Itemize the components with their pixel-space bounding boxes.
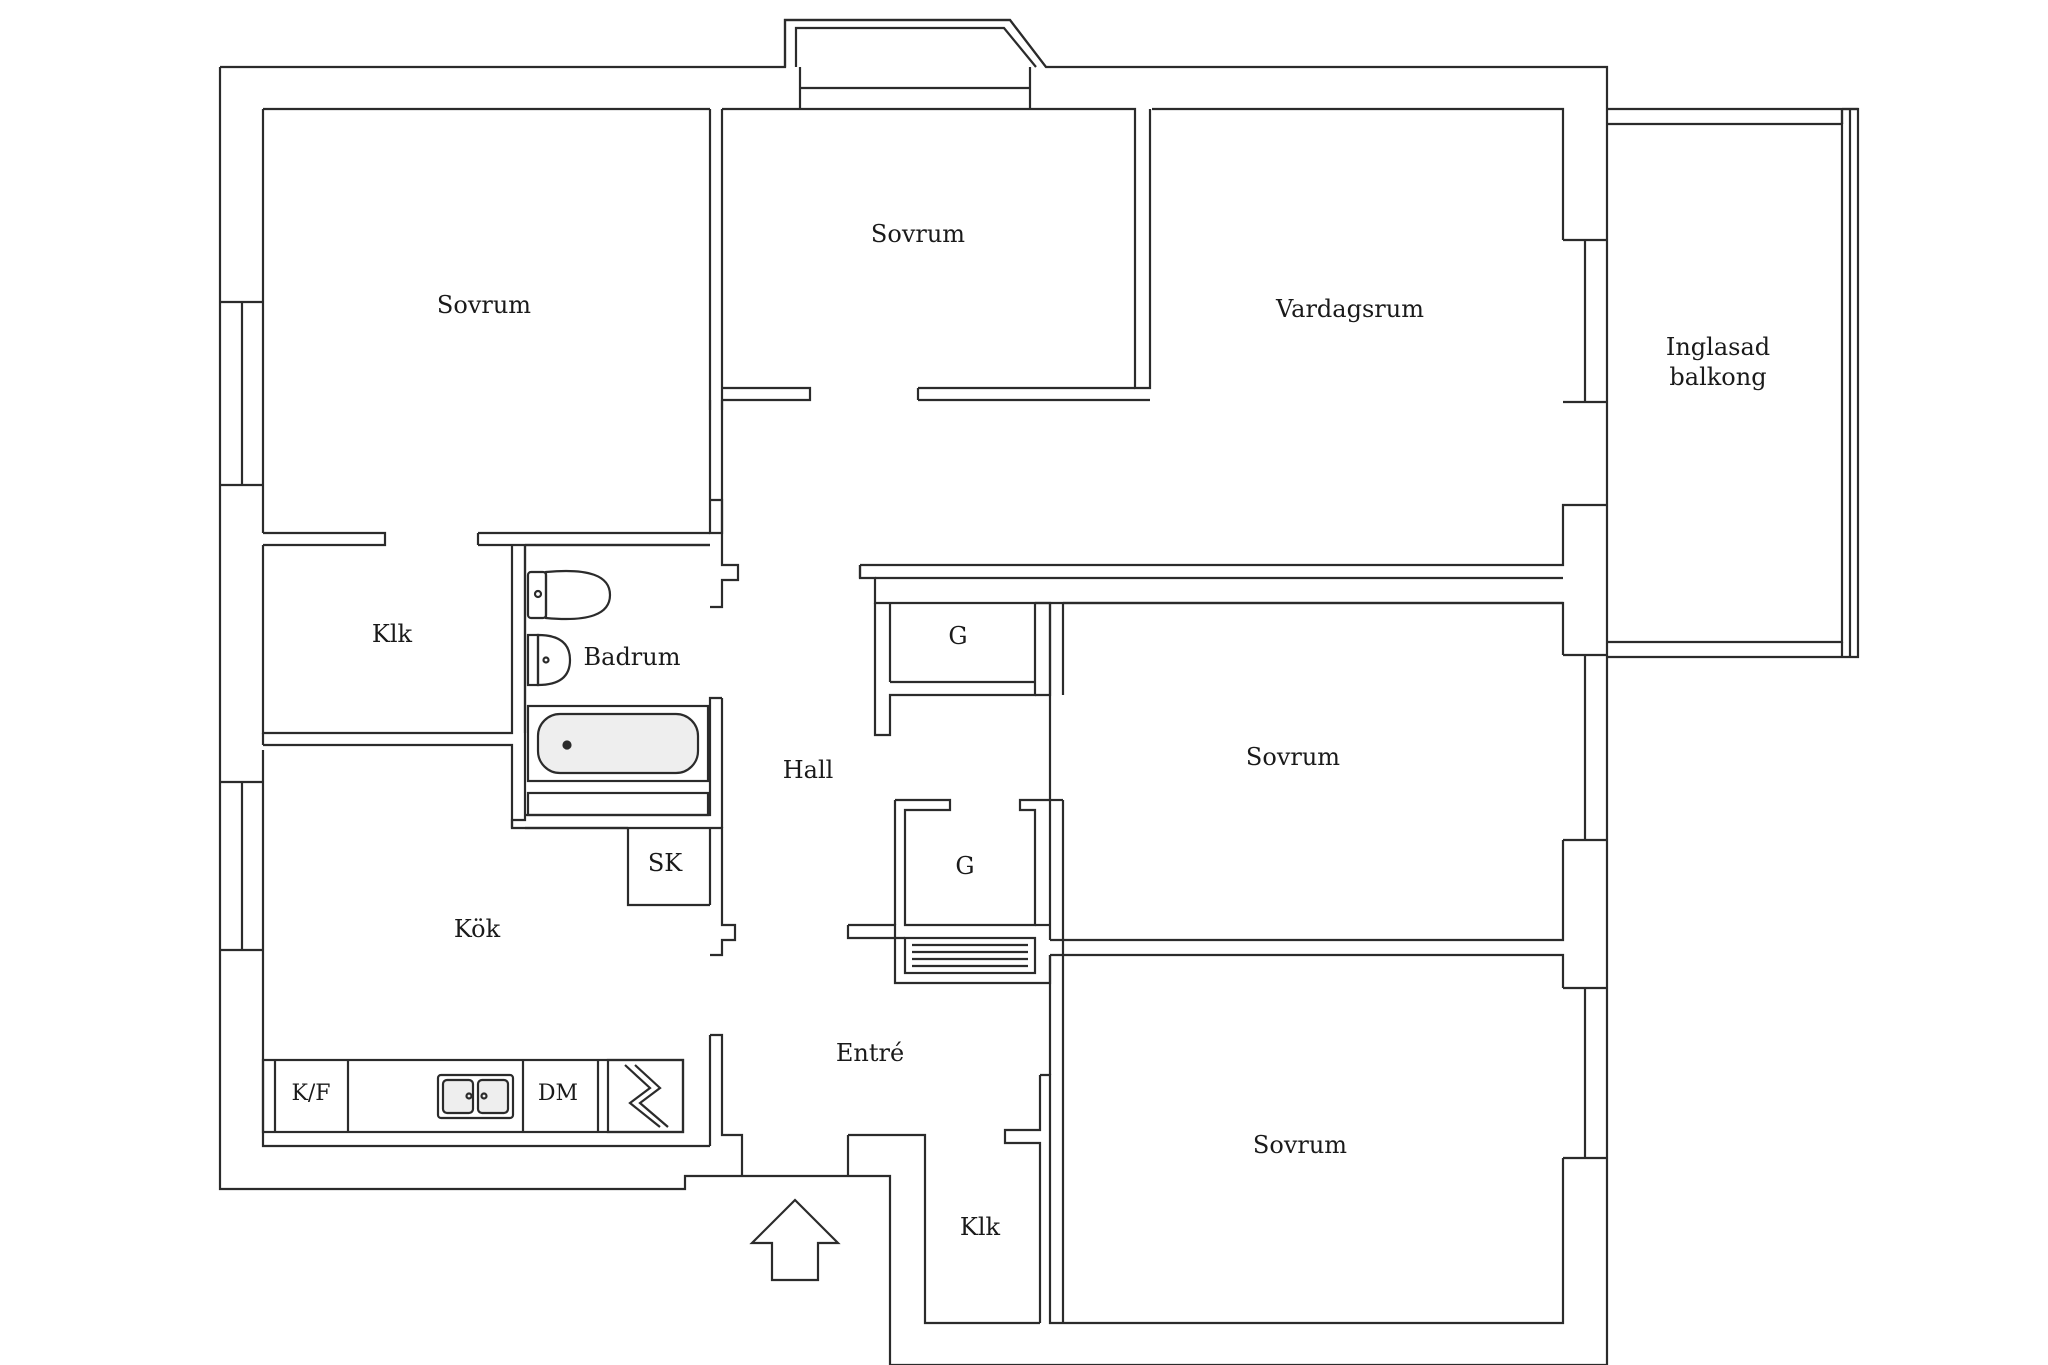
room-label-balcony-line1: Inglasad <box>1665 333 1771 361</box>
washbasin-icon <box>526 633 572 687</box>
room-label-balcony-line2: balkong <box>1669 363 1767 391</box>
room-label-closet-left: Klk <box>371 620 413 648</box>
room-label-bedroom-top-left: Sovrum <box>436 291 532 319</box>
room-label-closet-bottom: Klk <box>959 1213 1001 1241</box>
radiator-icon <box>903 936 1037 975</box>
outer-walls <box>218 18 1609 1365</box>
bathtub-icon <box>526 704 710 817</box>
toilet-icon <box>526 569 612 621</box>
room-label-entrance: Entré <box>835 1039 905 1067</box>
room-label-bedroom-bottom-right: Sovrum <box>1252 1131 1348 1159</box>
room-label-bathroom: Badrum <box>583 643 681 671</box>
room-label-bedroom-top-middle: Sovrum <box>870 220 966 248</box>
room-label-living-room: Vardagsrum <box>1276 295 1424 323</box>
windows <box>220 238 1607 1160</box>
room-label-wardrobe-lower: G <box>955 852 975 880</box>
stove-icon <box>606 1058 685 1134</box>
double-sink-icon <box>436 1073 515 1120</box>
room-label-balcony: Inglasad balkong <box>1666 332 1770 392</box>
room-label-hall: Hall <box>782 756 834 784</box>
up-arrow-icon <box>749 1198 841 1282</box>
room-label-storage-closet: SK <box>647 849 683 877</box>
glazed-balcony <box>1607 107 1860 659</box>
dishwasher-label: DM <box>537 1081 579 1106</box>
fridge-freezer-label: K/F <box>291 1081 331 1106</box>
room-label-bedroom-middle-right: Sovrum <box>1245 743 1341 771</box>
room-label-kitchen: Kök <box>453 915 501 943</box>
interior-walls <box>261 107 1607 1325</box>
room-label-wardrobe-upper: G <box>948 622 968 650</box>
